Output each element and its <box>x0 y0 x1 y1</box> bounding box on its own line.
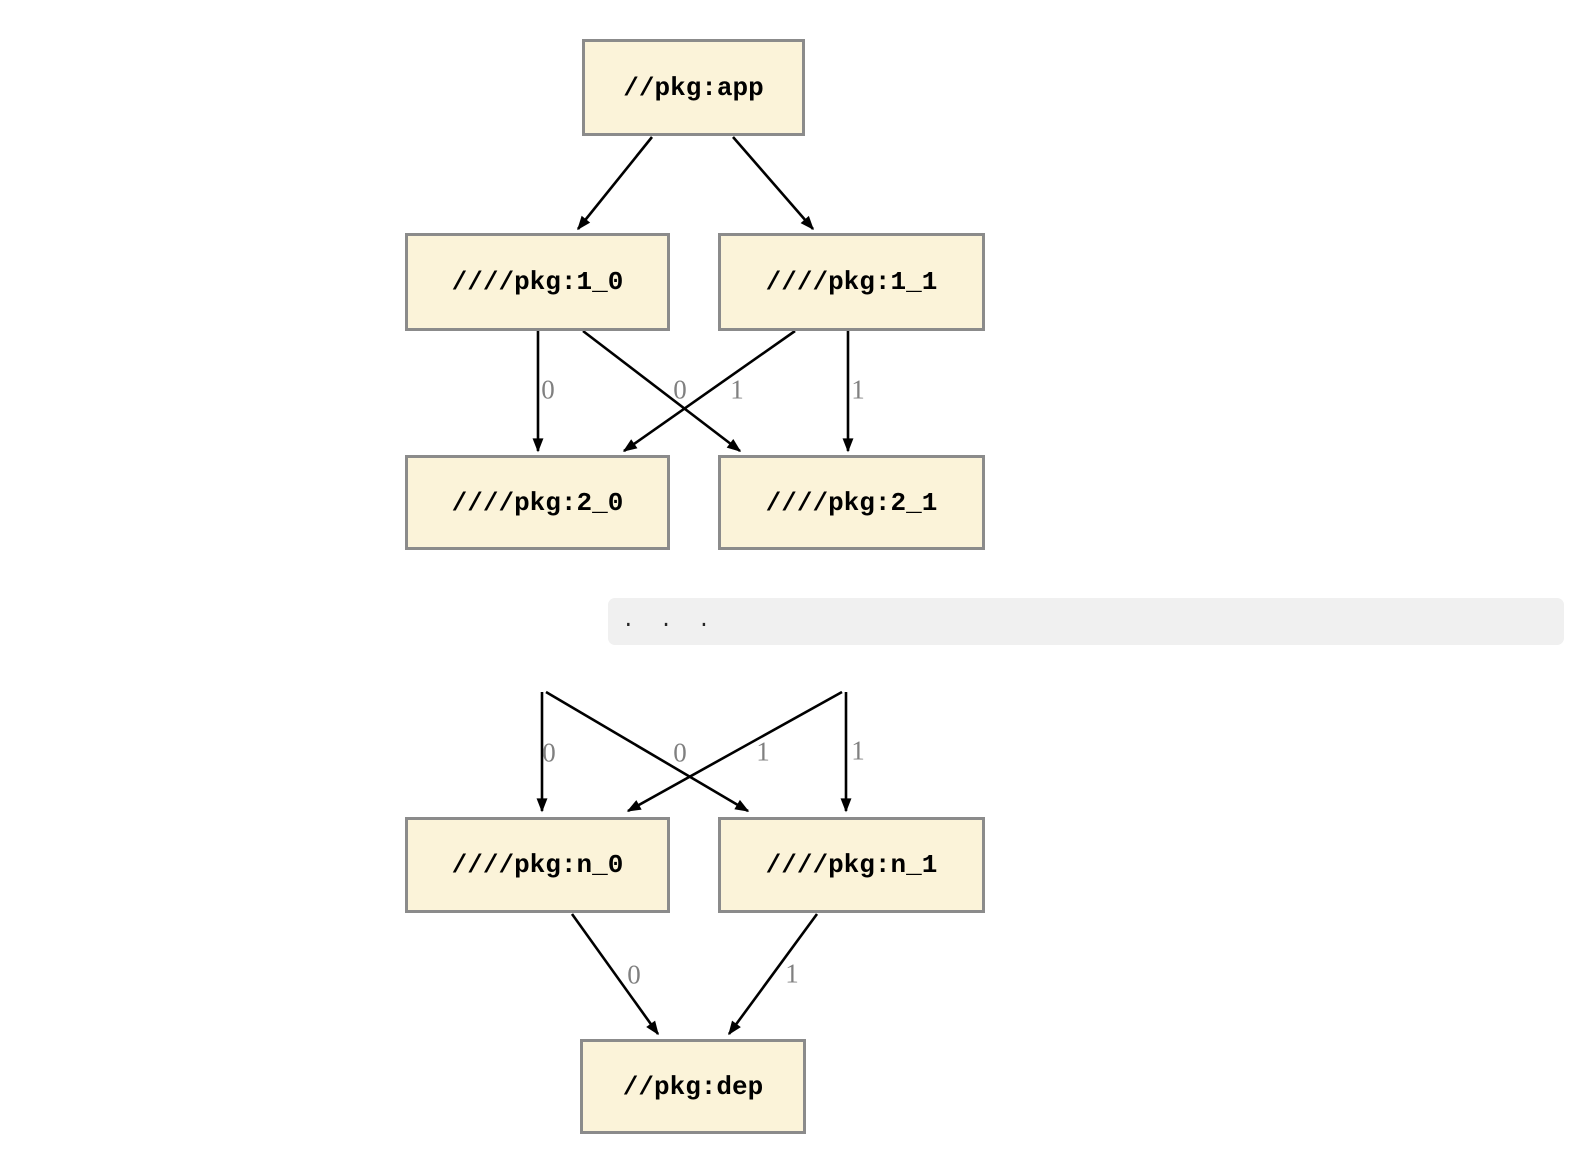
node-label: //pkg:dep <box>622 1071 764 1102</box>
node-pkg-2_0: ////pkg:2_0 <box>405 455 670 550</box>
edge-1_1-to-2_0 <box>622 329 796 453</box>
edge-label: 0 <box>541 374 555 405</box>
node-label: ////pkg:2_1 <box>765 487 938 518</box>
node-label: ////pkg:1_1 <box>765 267 938 297</box>
edge-prev-to-n_0-cross <box>626 690 843 813</box>
edge-app-to-1_1 <box>732 136 814 231</box>
node-label: ////pkg:n_1 <box>765 850 938 880</box>
edge-n_0-to-dep <box>570 913 660 1036</box>
edge-label: 1 <box>851 374 865 405</box>
node-pkg-1_1: ////pkg:1_1 <box>718 233 985 331</box>
edge-label: 1 <box>730 374 744 405</box>
node-label: //pkg:app <box>623 72 764 103</box>
edge-1_0-to-2_1 <box>582 329 742 453</box>
node-pkg-2_1: ////pkg:2_1 <box>718 455 985 550</box>
edge-label: 0 <box>627 959 641 990</box>
node-pkg-1_0: ////pkg:1_0 <box>405 233 670 331</box>
edge-n_1-to-dep <box>727 913 819 1036</box>
node-label: ////pkg:1_0 <box>451 267 624 297</box>
edge-app-to-1_0 <box>576 136 654 231</box>
ellipsis-text: . . . <box>622 610 711 633</box>
node-pkg-app: //pkg:app <box>582 39 805 136</box>
edge-label: 1 <box>785 958 799 989</box>
edge-prev-to-n_1 <box>545 690 750 813</box>
edge-label: 0 <box>673 374 687 405</box>
node-pkg-dep: //pkg:dep <box>580 1039 806 1134</box>
ellipsis-bar: . . . <box>608 598 1564 645</box>
edge-label: 0 <box>542 737 556 768</box>
node-label: ////pkg:2_0 <box>451 487 624 518</box>
node-pkg-n_1: ////pkg:n_1 <box>718 817 985 913</box>
edge-label: 0 <box>673 737 687 768</box>
edge-label: 1 <box>756 736 770 767</box>
node-label: ////pkg:n_0 <box>451 850 624 880</box>
node-pkg-n_0: ////pkg:n_0 <box>405 817 670 913</box>
edge-label: 1 <box>851 735 865 766</box>
